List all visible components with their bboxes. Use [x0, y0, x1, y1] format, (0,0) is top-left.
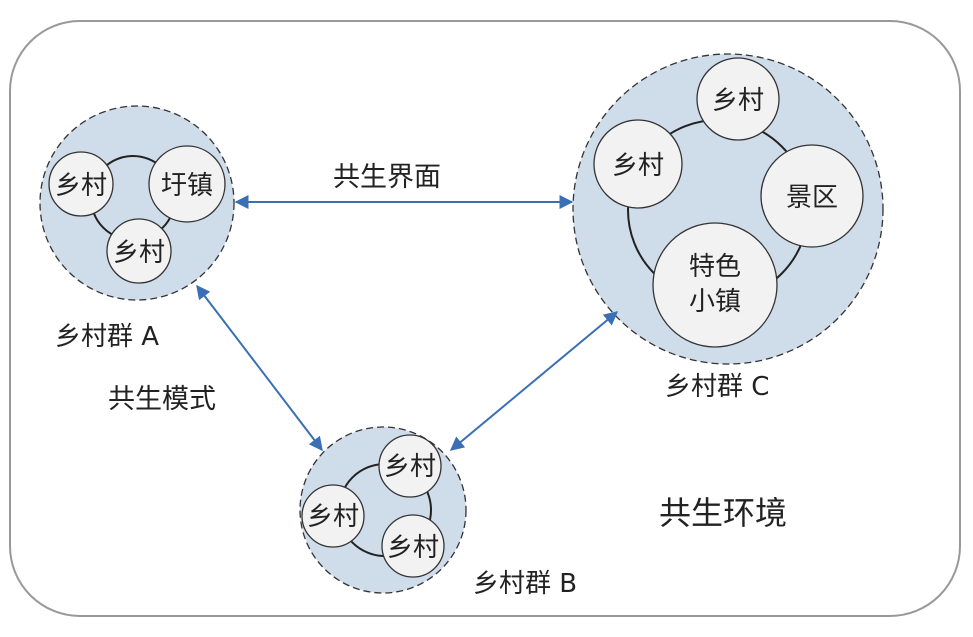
cluster-a-title: 乡村群 A: [55, 322, 159, 352]
interface-label: 共生界面: [333, 162, 441, 193]
cluster-c-node-village-1-label: 乡村: [712, 86, 764, 116]
cluster-c-node-scenic: [760, 144, 864, 248]
cluster-c-title: 乡村群 C: [665, 372, 769, 402]
cluster-c-node-featured-town-line2: 小镇: [689, 287, 741, 317]
cluster-b-node-village-1-label: 乡村: [384, 452, 436, 482]
cluster-c-node-village-2: [593, 119, 683, 209]
cluster-b-node-village-2: [301, 484, 365, 548]
cluster-a-node-village-1-label: 乡村: [55, 171, 107, 201]
cluster-a-node-town: [148, 145, 226, 223]
cluster-c-node-featured-town-line1: 特色: [689, 252, 741, 282]
mode-arrow: [196, 284, 323, 452]
cluster-c-node-featured-town: [652, 222, 778, 348]
cluster-a-node-village-1: [48, 151, 114, 217]
cluster-c-node-scenic-label: 景区: [786, 183, 838, 213]
cluster-c-node-village-2-label: 乡村: [612, 151, 664, 181]
cluster-b: 乡村 乡村 乡村: [299, 426, 467, 594]
cluster-b-title: 乡村群 B: [473, 569, 577, 599]
cluster-a: 乡村 圩镇 乡村: [39, 105, 235, 301]
cluster-c-node-village-1: [696, 57, 780, 141]
cluster-b-node-village-1: [378, 434, 442, 498]
cluster-a-node-village-2-label: 乡村: [113, 238, 165, 268]
cluster-a-node-town-label: 圩镇: [161, 171, 213, 201]
mode-label: 共生模式: [108, 384, 216, 415]
cluster-a-node-village-2: [106, 218, 172, 284]
cluster-b-node-village-3-label: 乡村: [387, 533, 439, 563]
cluster-c: 乡村 乡村 景区 特色 小镇: [572, 53, 884, 365]
cluster-b-node-village-2-label: 乡村: [307, 502, 359, 532]
cluster-b-node-village-3: [381, 514, 445, 578]
bc-arrow: [449, 311, 619, 451]
environment-label: 共生环境: [659, 494, 787, 532]
